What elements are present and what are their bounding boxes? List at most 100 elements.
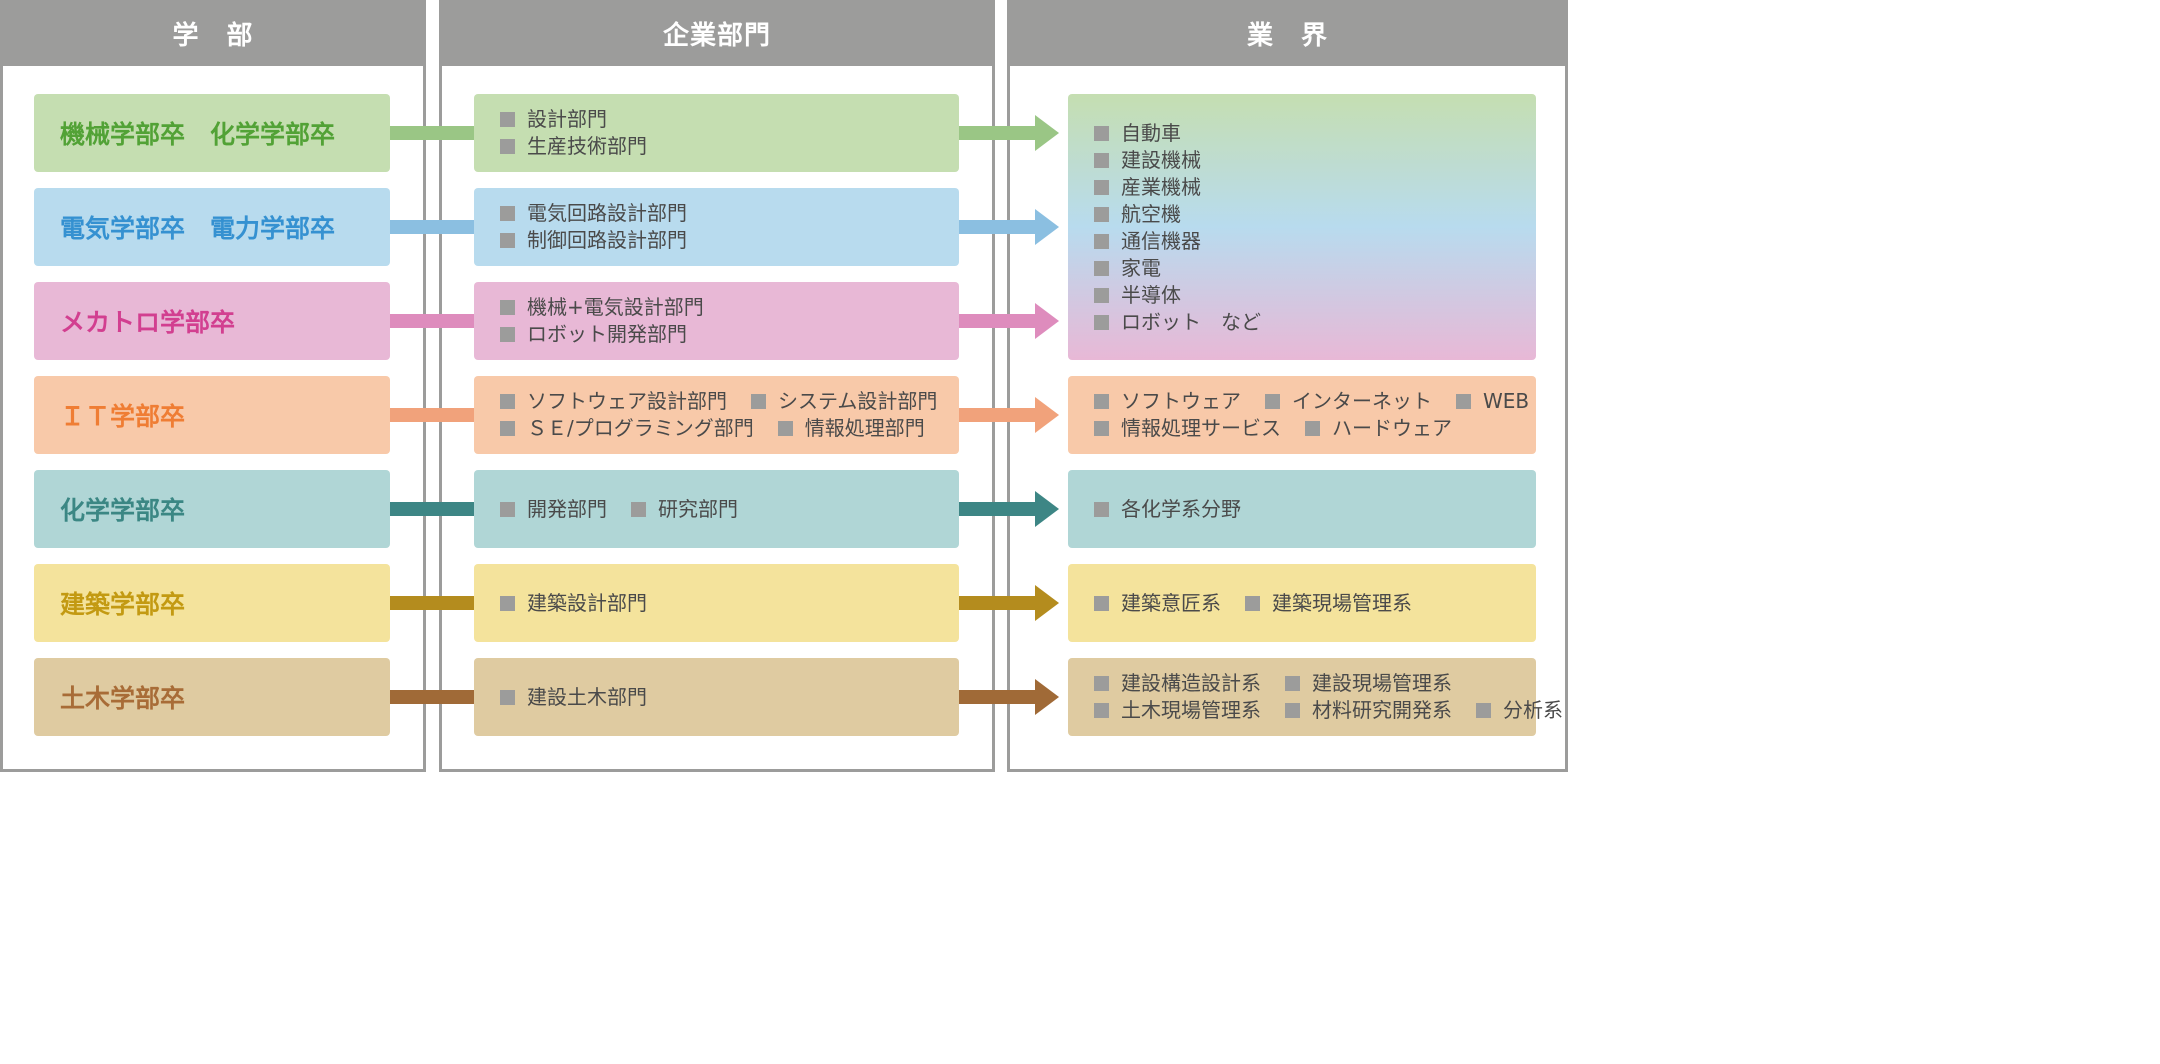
list-item: 制御回路設計部門 [500, 227, 687, 254]
list-item: 建設構造設計系 [1094, 670, 1261, 697]
item-line: 情報処理サービス ハードウェア [1094, 415, 1536, 442]
list-item-label: 家電 [1121, 256, 1161, 280]
faculty-box: 電気学部卒 電力学部卒 [34, 188, 390, 266]
square-bullet-icon [1476, 703, 1491, 718]
list-item: 建築意匠系 [1094, 590, 1221, 617]
list-item: 建築現場管理系 [1245, 590, 1412, 617]
item-line: ソフトウェア設計部門 システム設計部門 [500, 388, 959, 415]
connector-line [390, 314, 474, 328]
list-item-label: 研究部門 [658, 496, 738, 521]
square-bullet-icon [500, 112, 515, 127]
arrow-right-icon [959, 491, 1059, 527]
item-line: ロボット開発部門 [500, 321, 959, 348]
arrow-shaft [959, 502, 1037, 516]
list-item-label: 電気回路設計部門 [527, 201, 687, 225]
list-item: 生産技術部門 [500, 133, 647, 160]
square-bullet-icon [1094, 207, 1109, 222]
square-bullet-icon [500, 394, 515, 409]
connector-line [390, 690, 474, 704]
item-line: 生産技術部門 [500, 133, 959, 160]
item-line: 建設土木部門 [500, 684, 959, 711]
square-bullet-icon [751, 394, 766, 409]
square-bullet-icon [1265, 394, 1280, 409]
item-line: 開発部門 研究部門 [500, 496, 959, 523]
list-item-label: システム設計部門 [778, 389, 938, 413]
list-item-label: 分析系 [1503, 698, 1563, 722]
arrow-right-icon [959, 303, 1059, 339]
arrow-right-icon [959, 209, 1059, 245]
item-line: 自動車 [1094, 120, 1536, 147]
item-line: ロボット など [1094, 309, 1536, 336]
connector-line [390, 596, 474, 610]
square-bullet-icon [1285, 703, 1300, 718]
faculty-header: 学 部 [0, 0, 426, 66]
list-item: 通信機器 [1094, 228, 1201, 255]
manufacturing-industry-box: 自動車建設機械産業機械航空機通信機器家電半導体ロボット など [1068, 94, 1536, 360]
square-bullet-icon [1285, 676, 1300, 691]
square-bullet-icon [1094, 595, 1109, 611]
list-item-label: 制御回路設計部門 [527, 228, 687, 252]
list-item-label: 通信機器 [1121, 229, 1201, 253]
square-bullet-icon [1094, 288, 1109, 303]
square-bullet-icon [500, 421, 515, 436]
arrow-shaft [959, 220, 1037, 234]
list-item-label: ソフトウェア設計部門 [527, 389, 727, 413]
item-line: 産業機械 [1094, 174, 1536, 201]
list-item-label: ハードウェア [1332, 416, 1452, 440]
square-bullet-icon [500, 139, 515, 154]
arrow-right-icon [959, 585, 1059, 621]
faculty-box: メカトロ学部卒 [34, 282, 390, 360]
item-line: 設計部門 [500, 106, 959, 133]
list-item: 建築設計部門 [500, 590, 647, 617]
list-item: 家電 [1094, 255, 1161, 282]
list-item: 各化学系分野 [1094, 496, 1241, 523]
item-line: 建築意匠系 建築現場管理系 [1094, 590, 1536, 617]
list-item-label: 建築意匠系 [1121, 590, 1221, 615]
list-item: 建設現場管理系 [1285, 670, 1452, 697]
list-item: 設計部門 [500, 106, 607, 133]
square-bullet-icon [1094, 261, 1109, 276]
list-item: 開発部門 [500, 496, 607, 523]
department-box: 電気回路設計部門制御回路設計部門 [474, 188, 959, 266]
list-item-label: ソフトウェア [1121, 389, 1241, 413]
connector-line [390, 502, 474, 516]
faculty-box: 化学学部卒 [34, 470, 390, 548]
connector-line [390, 220, 474, 234]
list-item-label: 各化学系分野 [1121, 496, 1241, 521]
item-line: 建設構造設計系建設現場管理系 [1094, 670, 1536, 697]
arrow-right-icon [959, 679, 1059, 715]
industry-box: 各化学系分野 [1068, 470, 1536, 548]
list-item: 分析系 [1476, 697, 1563, 724]
list-item: 材料研究開発系 [1285, 697, 1452, 724]
square-bullet-icon [1094, 394, 1109, 409]
list-item: ロボット開発部門 [500, 321, 687, 348]
list-item-label: 建設土木部門 [527, 684, 647, 709]
list-item: 建設機械 [1094, 147, 1201, 174]
list-item-label: 情報処理サービス [1121, 416, 1281, 440]
list-item: ソフトウェア [1094, 388, 1241, 415]
list-item: ロボット など [1094, 309, 1261, 336]
square-bullet-icon [631, 501, 646, 517]
item-line: 半導体 [1094, 282, 1536, 309]
item-line: 建設機械 [1094, 147, 1536, 174]
list-item: システム設計部門 [751, 388, 937, 415]
square-bullet-icon [1094, 501, 1109, 517]
list-item-label: 建築設計部門 [527, 590, 647, 615]
square-bullet-icon [500, 327, 515, 342]
list-item-label: 生産技術部門 [527, 134, 647, 158]
list-item-label: 土木現場管理系 [1121, 698, 1261, 722]
square-bullet-icon [500, 233, 515, 248]
square-bullet-icon [500, 206, 515, 221]
list-item: 研究部門 [631, 496, 738, 523]
list-item-label: 情報処理部門 [804, 416, 925, 440]
faculty-box: ＩＴ学部卒 [34, 376, 390, 454]
square-bullet-icon [500, 595, 515, 611]
list-item-label: 材料研究開発系 [1312, 698, 1452, 722]
faculty-box: 機械学部卒 化学学部卒 [34, 94, 390, 172]
list-item-label: 建築現場管理系 [1272, 590, 1412, 615]
list-item: 機械+電気設計部門 [500, 294, 704, 321]
faculty-box: 土木学部卒 [34, 658, 390, 736]
list-item: WEB [1456, 388, 1529, 415]
arrow-shaft [959, 314, 1037, 328]
